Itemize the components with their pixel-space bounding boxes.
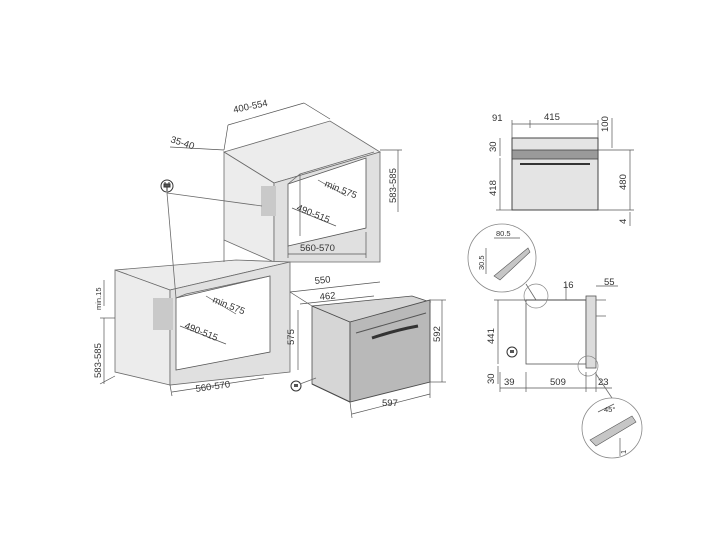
detail-a-80-5: 80.5 (496, 229, 511, 238)
dim-lower-560-570: 560-570 (195, 379, 231, 395)
detail-b-angle: 45° (604, 405, 615, 414)
dim-418: 418 (488, 180, 499, 196)
dim-39: 39 (504, 377, 515, 388)
detail-a-30-5: 30.5 (477, 255, 486, 270)
upper-cabinet (223, 120, 381, 263)
dim-100: 100 (600, 116, 611, 132)
lower-niche (175, 275, 271, 371)
dim-35-40: 35-40 (169, 134, 196, 152)
upper-vent-slot (261, 186, 276, 216)
side-view (523, 283, 606, 377)
dim-lower-583-585: 583-585 (93, 343, 104, 378)
front-view-body (511, 137, 599, 211)
front-view-dimensions: 91 415 100 30 418 480 4 (488, 112, 634, 226)
side-view-dimensions: 16 55 441 30 39 509 23 (486, 277, 618, 392)
dim-441: 441 (486, 328, 497, 344)
front-view (511, 137, 599, 211)
dim-462: 462 (319, 290, 336, 303)
side-view-front-panel (585, 295, 597, 369)
dim-30-front: 30 (488, 141, 499, 152)
front-view-control-strip (511, 149, 599, 160)
dim-min15: min.15 (94, 287, 103, 310)
left-dimensions: 400-554 35-40 583-585 min.575 490-515 56… (93, 98, 402, 397)
dim-592: 592 (432, 326, 443, 342)
dim-91: 91 (492, 113, 503, 124)
power-plug-icon (160, 179, 174, 193)
dim-30-side: 30 (486, 373, 497, 384)
dim-597: 597 (382, 398, 398, 409)
dim-480: 480 (618, 174, 629, 190)
oven-side-panel (311, 305, 351, 403)
detail-b-1: 1 (619, 450, 628, 454)
dim-550: 550 (314, 274, 331, 287)
side-view-plug-icon (506, 346, 518, 358)
dim-upper-560-570: 560-570 (300, 243, 335, 254)
detail-b: 45° 1 (581, 397, 643, 459)
lower-cabinet (114, 259, 291, 386)
upper-niche (287, 157, 367, 247)
dim-415: 415 (544, 112, 560, 123)
oven-plug-icon (290, 380, 302, 392)
dim-23: 23 (598, 377, 609, 388)
oven-dimensions: 550 462 575 592 597 (286, 274, 446, 419)
dim-400-554: 400-554 (232, 98, 268, 116)
detail-a: 80.5 30.5 (467, 223, 537, 293)
dim-55: 55 (604, 277, 615, 288)
oven-handle (371, 324, 419, 340)
dim-4: 4 (618, 219, 629, 224)
dim-509: 509 (550, 377, 566, 388)
oven-perspective (311, 295, 432, 403)
dim-575: 575 (286, 329, 297, 345)
lower-vent-slot (153, 298, 173, 330)
dim-upper-583-585: 583-585 (388, 168, 399, 203)
dim-16: 16 (563, 280, 574, 291)
side-view-cabinet (525, 299, 587, 365)
